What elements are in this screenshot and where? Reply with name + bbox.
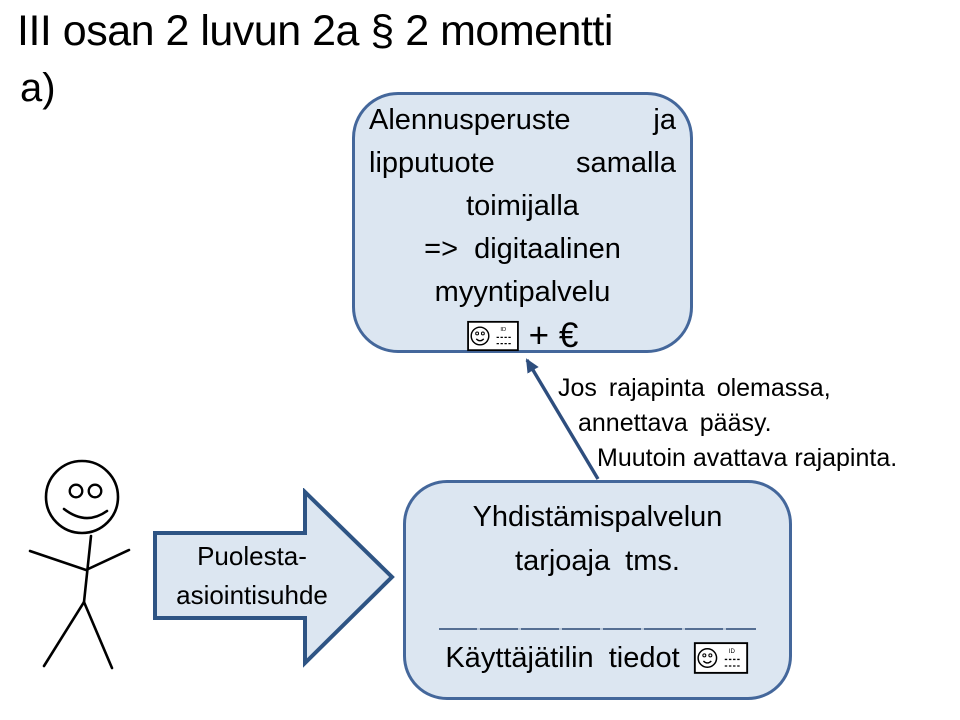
page-title: III osan 2 luvun 2a § 2 momentti [17, 7, 613, 55]
smiley-face [470, 325, 490, 346]
arrow-label-line-1: Puolesta- [197, 541, 307, 571]
person-head [44, 459, 120, 535]
person-legs [42, 599, 114, 670]
price-suffix: + € [528, 316, 579, 355]
account-divider-line [439, 628, 756, 630]
relationship-arrow [153, 488, 395, 668]
connector-arrow [525, 358, 600, 480]
person-arms [28, 548, 131, 572]
top-box-line-4: => digitaalinen [424, 233, 621, 265]
arrow-label-line-2: asiointisuhde [176, 580, 328, 610]
person-eye-left [68, 483, 84, 499]
person-smile [62, 507, 109, 520]
bottom-box-line-2: tarjoaja tms. [515, 545, 680, 577]
top-box-line-5: myyntipalvelu [434, 276, 611, 308]
smiley-face [697, 648, 717, 668]
item-label: a) [20, 66, 56, 110]
bottom-box-line-3: Käyttäjätilin tiedot [445, 642, 680, 674]
person-eye-right [87, 483, 103, 499]
discount-box: Alennusperuste ja lipputuote samalla toi… [352, 92, 693, 355]
id-card-icon: ID [693, 642, 748, 674]
service-provider-box: Yhdistämispalvelun tarjoaja tms. Käyttäj… [403, 480, 792, 700]
top-box-line-1: Alennusperuste ja [369, 104, 676, 136]
annotation-line-2: annettava pääsy. [578, 409, 772, 437]
relationship-arrow-label: Puolesta- asiointisuhde [152, 537, 352, 615]
id-label: ID [500, 327, 506, 333]
account-row: Käyttäjätilin tiedot ID [445, 636, 749, 680]
top-box-line-2: lipputuote samalla [369, 147, 676, 179]
bottom-box-line-1: Yhdistämispalvelun [472, 501, 723, 533]
person-figure [28, 459, 131, 670]
annotation-line-1: Jos rajapinta olemassa, [558, 374, 831, 402]
annotation-line-3: Muutoin avattava rajapinta. [597, 444, 898, 472]
price-row: ID + € [369, 314, 676, 357]
connector-annotation: Jos rajapinta olemassa, annettava pääsy.… [558, 371, 897, 476]
top-box-line-3: toimijalla [466, 190, 579, 222]
id-card-icon: ID [466, 320, 519, 351]
id-label: ID [728, 648, 735, 655]
